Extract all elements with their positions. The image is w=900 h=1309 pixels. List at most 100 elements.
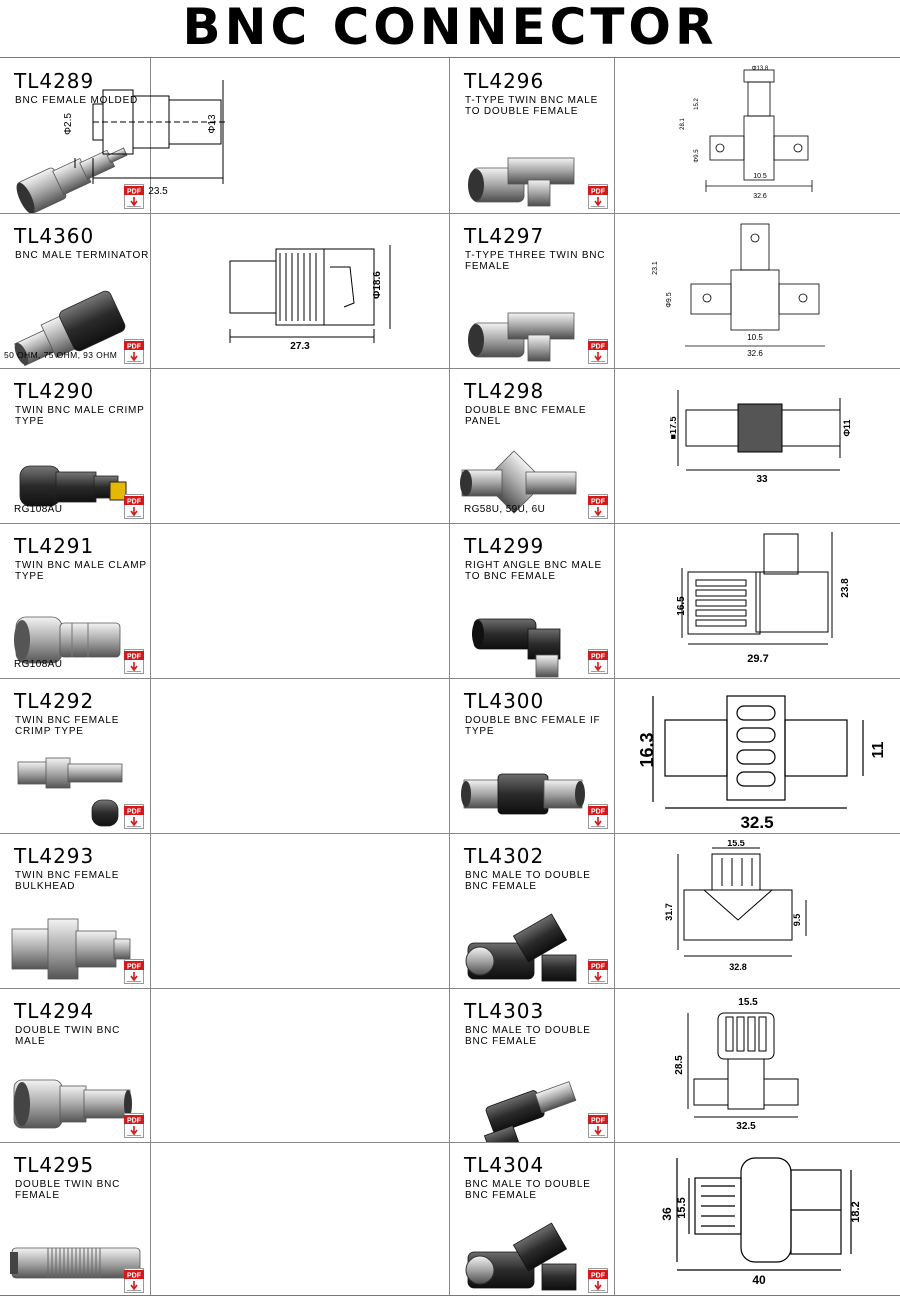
product-photo <box>483 1081 577 1142</box>
product-photo <box>472 618 561 678</box>
product-description: TWIN BNC MALE CLAMP TYPE <box>15 560 147 582</box>
pdf-label: PDF <box>127 964 142 971</box>
dimension-label: Φ18.6 <box>372 271 383 299</box>
pdf-label: PDF <box>591 654 606 661</box>
product-cell: TL4302 BNC MALE TO DOUBLE BNC FEMALE PDF <box>450 833 614 988</box>
pdf-label: PDF <box>591 1118 606 1125</box>
product-description: RIGHT ANGLE BNC MALE TO BNC FEMALE <box>465 560 602 582</box>
pdf-label: PDF <box>591 499 606 506</box>
dimension-label: 15.5 <box>676 1197 688 1218</box>
pdf-label: PDF <box>127 1273 142 1280</box>
pdf-download-icon[interactable]: PDF <box>588 1113 610 1139</box>
product-code: TL4299 <box>464 534 545 558</box>
product-note: RG58U, 59U, 6U <box>464 504 546 515</box>
product-photo <box>11 918 131 980</box>
product-description: DOUBLE BNC FEMALE PANEL <box>465 405 587 427</box>
dimension-label: 16.5 <box>676 596 687 616</box>
pdf-download-icon[interactable]: PDF <box>588 339 610 365</box>
product-code: TL4293 <box>14 844 95 868</box>
dimension-label: 32.5 <box>740 813 773 830</box>
product-description: TWIN BNC FEMALE BULKHEAD <box>15 870 120 892</box>
pdf-label: PDF <box>127 1118 142 1125</box>
product-code: TL4297 <box>464 224 545 248</box>
page-title: BNC CONNECTOR <box>182 0 718 56</box>
product-cell: TL4297 T-TYPE THREE TWIN BNC FEMALE PDF <box>450 213 614 368</box>
product-description: TWIN BNC FEMALE CRIMP TYPE <box>15 715 120 737</box>
pdf-label: PDF <box>127 344 142 351</box>
pdf-download-icon[interactable]: PDF <box>124 649 146 675</box>
dimension-label: 32.8 <box>729 962 747 972</box>
product-code: TL4302 <box>464 844 545 868</box>
product-cell: TL4300 DOUBLE BNC FEMALE IF TYPE PDF <box>450 678 614 833</box>
dimension-label: 32.5 <box>736 1121 756 1132</box>
product-code: TL4300 <box>464 689 545 713</box>
pdf-download-icon[interactable]: PDF <box>124 804 146 830</box>
dimension-label: 15.5 <box>738 997 758 1008</box>
dimension-label: 16.3 <box>637 732 657 767</box>
technical-drawing: Φ18.6 27.3 <box>229 245 391 352</box>
dimension-label: 9.5 <box>792 914 802 927</box>
pdf-download-icon[interactable]: PDF <box>124 184 146 210</box>
dimension-label: Φ13.8 <box>752 66 769 72</box>
product-description: DOUBLE BNC FEMALE IF TYPE <box>465 715 601 737</box>
product-code: TL4360 <box>14 224 95 248</box>
product-cell: TL4296 T-TYPE TWIN BNC MALE TO DOUBLE FE… <box>450 58 614 213</box>
pdf-label: PDF <box>591 1273 606 1280</box>
pdf-label: PDF <box>591 809 606 816</box>
dimension-label: Φ13 <box>207 114 218 134</box>
product-code: TL4303 <box>464 999 545 1023</box>
pdf-download-icon[interactable]: PDF <box>124 1268 146 1294</box>
dimension-label: 27.3 <box>290 341 310 352</box>
product-description: TWIN BNC MALE CRIMP TYPE <box>15 405 145 427</box>
technical-drawing: 16.5 23.8 29.7 <box>676 532 851 665</box>
pdf-download-icon[interactable]: PDF <box>124 339 146 365</box>
product-cell: TL4289 BNC FEMALE MOLDED PDF <box>0 58 150 213</box>
product-note: RG108AU <box>14 504 63 515</box>
product-cell: TL4294 DOUBLE TWIN BNC MALE PDF <box>0 988 150 1142</box>
product-cell: TL4292 TWIN BNC FEMALE CRIMP TYPE PDF <box>0 678 150 833</box>
product-description: DOUBLE TWIN BNC FEMALE <box>15 1179 121 1201</box>
pdf-download-icon[interactable]: PDF <box>124 959 146 985</box>
product-cell: TL4295 DOUBLE TWIN BNC FEMALE PDF <box>0 1142 150 1297</box>
pdf-download-icon[interactable]: PDF <box>588 1268 610 1294</box>
dimension-label: 36 <box>660 1207 674 1221</box>
product-description: DOUBLE TWIN BNC MALE <box>15 1025 121 1047</box>
product-cell: TL4291 TWIN BNC MALE CLAMP TYPE RG108AU … <box>0 523 150 678</box>
product-description: T-TYPE TWIN BNC MALE TO DOUBLE FEMALE <box>465 95 599 117</box>
product-photo <box>465 913 577 982</box>
dimension-label: 33 <box>756 474 768 485</box>
dimension-label: 31.7 <box>664 903 674 921</box>
technical-drawing: Φ13.815.228.1Φ9.510.532.6 <box>680 66 813 200</box>
product-photo <box>14 290 126 367</box>
pdf-download-icon[interactable]: PDF <box>588 959 610 985</box>
product-note: 50 OHM, 75 OHM, 93 OHM <box>4 350 118 360</box>
pdf-download-icon[interactable]: PDF <box>124 494 146 520</box>
dimension-label: 23.8 <box>840 578 851 598</box>
pdf-download-icon[interactable]: PDF <box>124 1113 146 1139</box>
product-cell: TL4298 DOUBLE BNC FEMALE PANEL RG58U, 59… <box>450 368 614 523</box>
pdf-label: PDF <box>127 189 142 196</box>
product-description: BNC MALE TERMINATOR <box>15 250 150 261</box>
product-description: BNC FEMALE MOLDED <box>15 95 139 106</box>
dimension-label: 11 <box>870 741 887 758</box>
pdf-label: PDF <box>127 499 142 506</box>
product-code: TL4298 <box>464 379 545 403</box>
dimension-label: 29.7 <box>747 653 768 665</box>
pdf-download-icon[interactable]: PDF <box>588 649 610 675</box>
product-description: BNC MALE TO DOUBLE BNC FEMALE <box>465 1179 591 1201</box>
product-code: TL4290 <box>14 379 95 403</box>
dimension-label: 32.6 <box>747 349 763 358</box>
product-photo <box>14 616 121 664</box>
product-photo <box>17 757 123 827</box>
pdf-download-icon[interactable]: PDF <box>588 184 610 210</box>
product-photo <box>460 450 577 514</box>
pdf-download-icon[interactable]: PDF <box>588 804 610 830</box>
dimension-label: 10.5 <box>747 333 763 342</box>
dimension-label: Φ2.5 <box>63 113 74 135</box>
product-description: BNC MALE TO DOUBLE BNC FEMALE <box>465 870 591 892</box>
dimension-label: 28.5 <box>674 1055 685 1075</box>
dimension-label: 15.2 <box>694 98 700 110</box>
pdf-download-icon[interactable]: PDF <box>588 494 610 520</box>
